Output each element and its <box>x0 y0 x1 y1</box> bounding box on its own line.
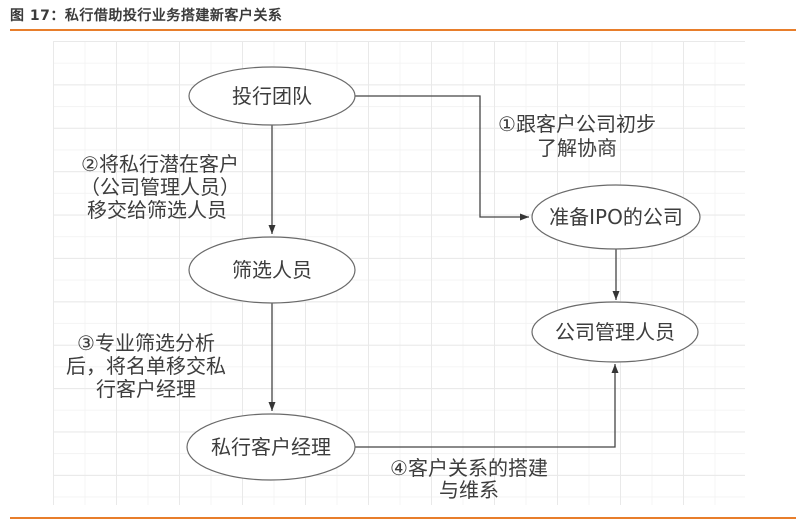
label-step2-line2: （公司管理人员） <box>80 175 240 199</box>
label-step2: ②将私行潜在客户 （公司管理人员） 移交给筛选人员 <box>80 152 240 222</box>
node-company-management-label: 公司管理人员 <box>555 320 675 344</box>
node-private-banking-manager-label: 私行客户经理 <box>211 435 331 459</box>
label-step2-line3: 移交给筛选人员 <box>87 198 227 222</box>
node-investment-banking-team-label: 投行团队 <box>232 84 312 108</box>
node-ipo-company-label: 准备IPO的公司 <box>549 205 683 229</box>
node-investment-banking-team: 投行团队 <box>188 66 356 126</box>
label-step4: ④客户关系的搭建 与维系 <box>390 456 548 502</box>
title-underline-rule <box>10 29 796 31</box>
label-step3-line2: 后，将名单移交私 <box>66 354 226 378</box>
node-ipo-company-shape <box>531 184 701 250</box>
node-private-banking-manager: 私行客户经理 <box>186 413 356 481</box>
label-step1: ①跟客户公司初步 了解协商 <box>498 112 656 160</box>
node-investment-banking-team-shape <box>188 66 356 126</box>
edge-manager-to-management <box>355 364 619 448</box>
grid-background <box>53 41 745 505</box>
label-step1-line1: ①跟客户公司初步 <box>498 112 656 136</box>
label-step3-line3: 行客户经理 <box>96 377 196 401</box>
label-step4-line1: ④客户关系的搭建 <box>390 456 548 480</box>
label-step2-line1: ②将私行潜在客户 <box>81 152 239 176</box>
label-step3-line1: ③专业筛选分析 <box>77 331 215 355</box>
footer-rule <box>10 517 796 519</box>
node-private-banking-manager-shape <box>186 413 356 481</box>
node-screening-staff-shape <box>188 236 356 304</box>
label-step4-line2: 与维系 <box>439 478 499 502</box>
figure-title: 图 17：私行借助投行业务搭建新客户关系 <box>10 8 283 24</box>
node-ipo-company: 准备IPO的公司 <box>531 184 701 250</box>
label-step1-line2: 了解协商 <box>537 136 617 160</box>
node-screening-staff: 筛选人员 <box>188 236 356 304</box>
label-step3: ③专业筛选分析 后，将名单移交私 行客户经理 <box>66 331 226 401</box>
node-screening-staff-label: 筛选人员 <box>232 258 312 282</box>
edge-team-to-ipo-company <box>355 95 529 221</box>
node-company-management: 公司管理人员 <box>531 301 699 363</box>
node-company-management-shape <box>531 301 699 363</box>
